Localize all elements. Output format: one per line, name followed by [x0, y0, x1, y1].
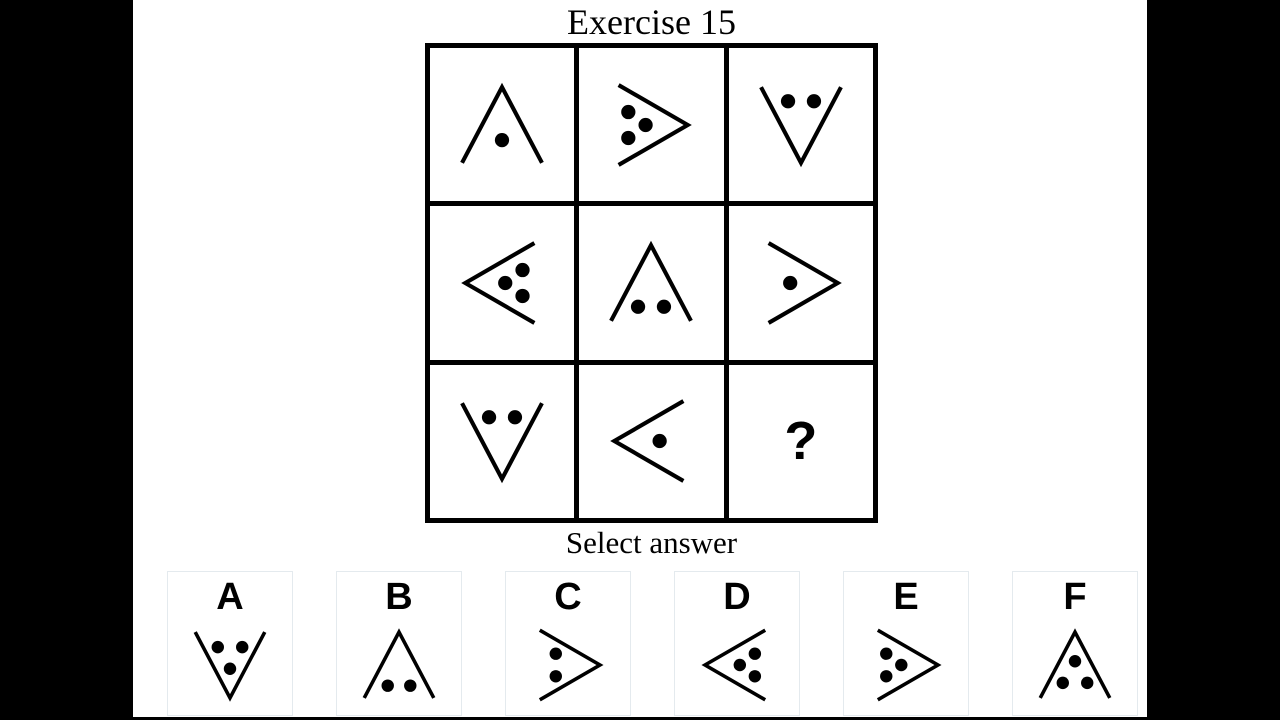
puzzle-cell-r1c3 [728, 48, 873, 202]
chevron-left-icon [610, 399, 685, 484]
chevron-left-icon [461, 241, 536, 325]
puzzle-cell-r3c1 [430, 364, 575, 518]
chevron-left-icon [701, 628, 767, 702]
answer-option-label: A [216, 576, 244, 618]
answer-option-label: B [385, 576, 413, 618]
answer-option-e[interactable]: E [843, 571, 969, 716]
chevron-down-icon [460, 402, 544, 484]
puzzle-cell-r1c2 [579, 48, 724, 202]
question-mark: ? [784, 411, 818, 472]
chevron-up-icon [460, 82, 544, 164]
puzzle-cell-r1c1 [430, 48, 575, 202]
chevron-up-icon [1038, 628, 1112, 699]
exercise-title: Exercise 15 [567, 2, 736, 42]
answer-option-label: F [1063, 576, 1087, 618]
answer-option-label: D [723, 576, 751, 618]
answer-option-f[interactable]: F [1012, 571, 1138, 716]
question-cell: ? [728, 364, 873, 518]
answer-option-label: E [893, 576, 919, 618]
chevron-up-icon [362, 628, 436, 699]
puzzle-cell-r2c3 [728, 206, 873, 360]
puzzle-cell-r3c2 [579, 364, 724, 518]
chevron-up-icon [609, 240, 694, 322]
chevron-right-icon [767, 241, 842, 325]
puzzle-cell-r2c2 [579, 206, 724, 360]
puzzle-cell-r2c1 [430, 206, 575, 360]
chevron-right-icon [618, 82, 693, 167]
answer-option-c[interactable]: C [505, 571, 631, 716]
chevron-down-icon [759, 85, 843, 167]
chevron-down-icon [193, 631, 267, 702]
answer-option-d[interactable]: D [674, 571, 800, 716]
answer-option-a[interactable]: A [167, 571, 293, 716]
answer-option-b[interactable]: B [336, 571, 462, 716]
chevron-right-icon [876, 628, 942, 702]
select-answer-label: Select answer [565, 525, 738, 560]
answer-option-label: C [554, 576, 582, 618]
content-area: Exercise 15 ? Select answer A B C D E F [133, 0, 1147, 717]
answer-options-row: A B C D E F [133, 571, 1147, 717]
puzzle-grid: ? [425, 43, 878, 523]
chevron-right-icon [538, 628, 604, 702]
